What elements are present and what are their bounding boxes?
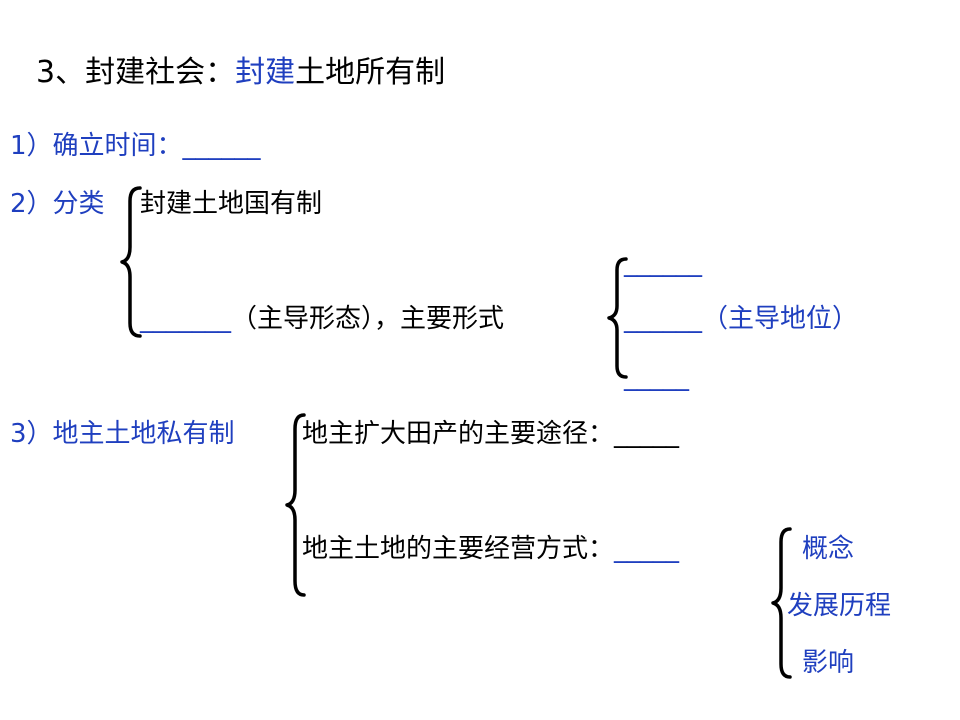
- section2-sub-blank2: ______: [624, 304, 702, 334]
- title-suffix: 土地所有制: [295, 55, 446, 90]
- page-title: 3、封建社会：封建土地所有制: [36, 58, 445, 88]
- section3-sub3: 影响: [802, 648, 855, 678]
- title-prefix: 3、封建社会：: [36, 55, 236, 90]
- section2-sub-line2: ______（主导地位）: [624, 306, 858, 332]
- section3-label: 3）地主土地私有制: [10, 419, 235, 449]
- section3-sub2: 发展历程: [787, 591, 892, 621]
- title-highlight: 封建: [235, 55, 296, 90]
- section2-item2-text: （主导形态），主要形式: [231, 304, 505, 334]
- section2-sub-blank3: _____: [624, 362, 689, 392]
- section3-sub1: 概念: [802, 534, 855, 564]
- section2-item2: _______（主导形态），主要形式: [140, 306, 504, 332]
- section1-label: 1）确立时间：: [10, 131, 183, 161]
- section2-sub-blank1: ______: [624, 248, 702, 278]
- brace-section3-method: [771, 527, 792, 679]
- section3-item1-blank: _____: [614, 419, 680, 449]
- section3-item2: 地主土地的主要经营方式：_____: [302, 536, 679, 562]
- section2-label: 2）分类: [10, 189, 105, 219]
- section2-item2-blank: _______: [140, 304, 231, 334]
- section2-item1: 封建土地国有制: [140, 189, 323, 219]
- section2-sub-blank2-note: （主导地位）: [702, 304, 859, 334]
- section1-blank: ______: [182, 131, 261, 161]
- section3-item1: 地主扩大田产的主要途径：_____: [302, 421, 679, 447]
- brace-section2-forms: [607, 257, 628, 379]
- section3-item2-text: 地主土地的主要经营方式：: [302, 534, 615, 564]
- section3-item1-text: 地主扩大田产的主要途径：: [302, 419, 615, 449]
- section1-line: 1）确立时间：______: [10, 133, 261, 159]
- brace-section3: [285, 413, 306, 597]
- brace-section2: [120, 186, 142, 338]
- section3-item2-blank: _____: [614, 534, 680, 564]
